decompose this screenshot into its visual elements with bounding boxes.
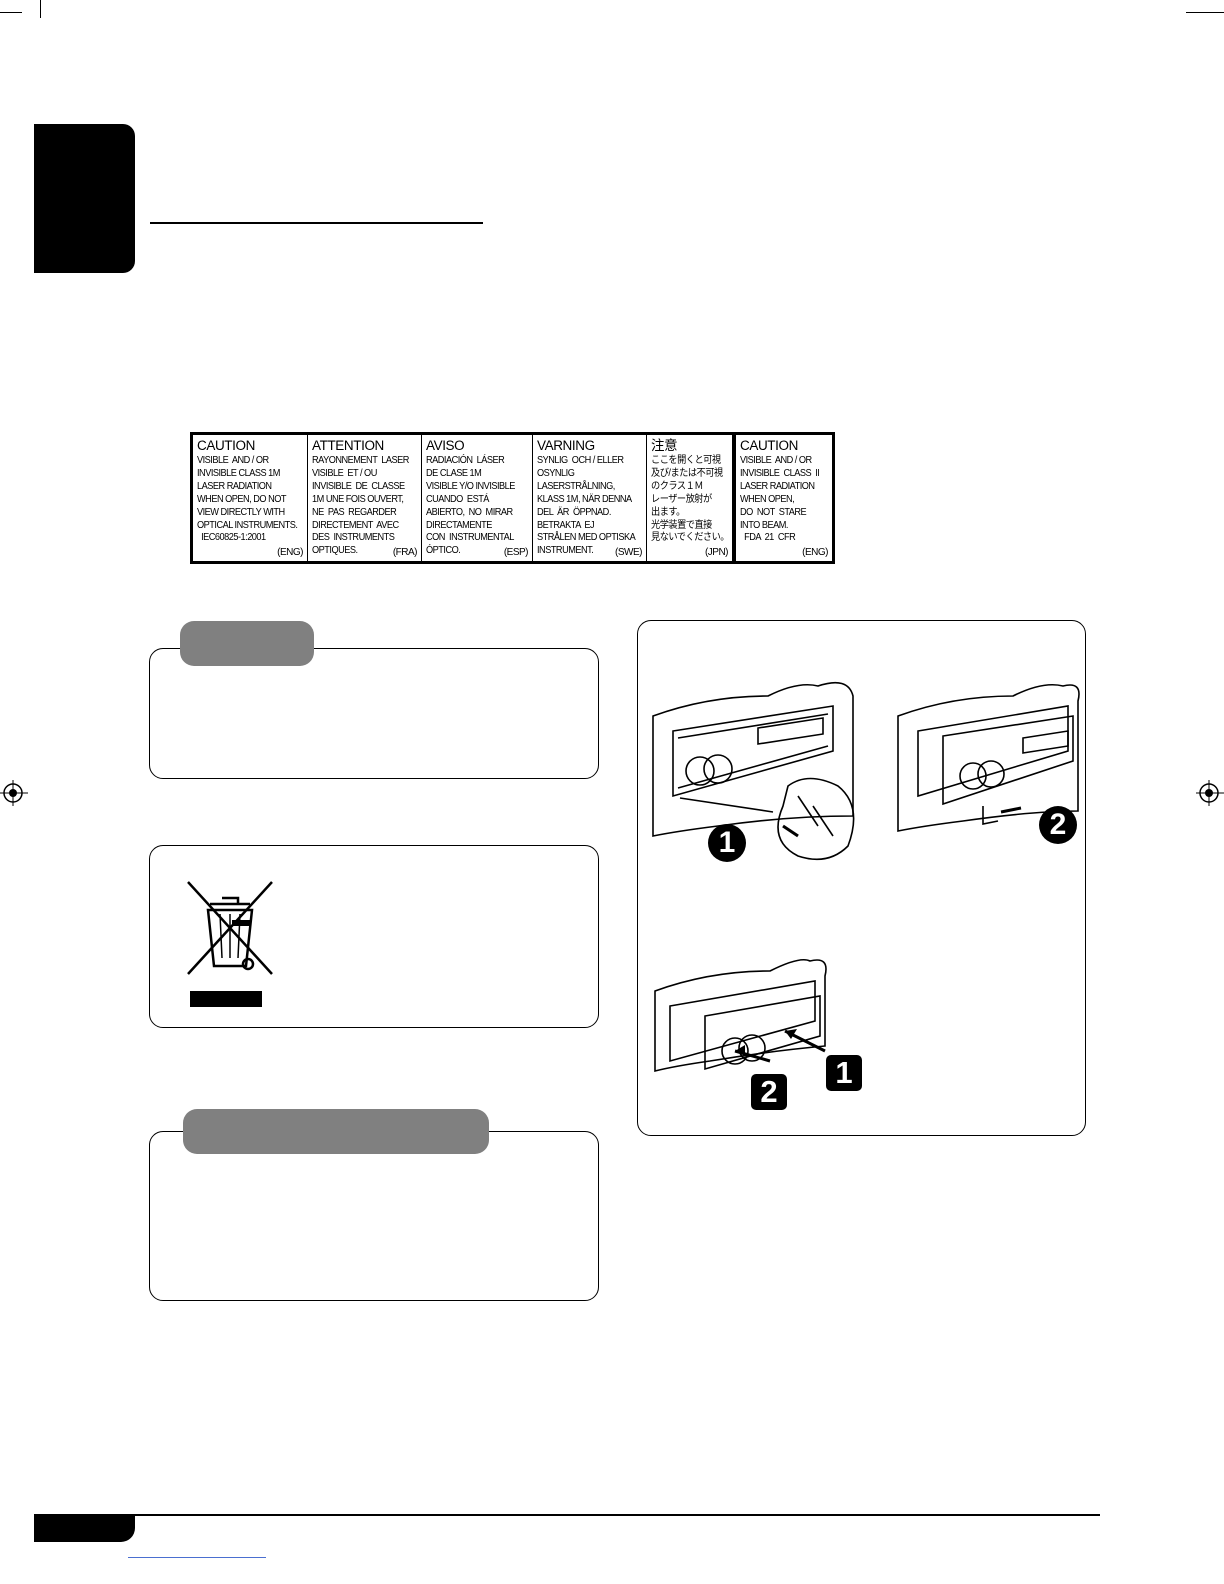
label-line: WHEN OPEN, [740, 493, 795, 505]
label-line: INTO BEAM. [740, 519, 788, 531]
label-line: LASER RADIATION [197, 480, 272, 492]
label-line: LASER RADIATION [740, 480, 815, 492]
label-line: DEL ÄR ÖPPNAD. [537, 506, 611, 518]
label-language-code: (ENG) [277, 547, 303, 558]
label-line: のクラス１Ｍ [651, 480, 703, 492]
label-language-code: (FRA) [392, 547, 418, 558]
label-line: 出ます。 [651, 506, 685, 518]
label-line: INVISIBLE DE CLASSE [312, 480, 405, 492]
label-line: ここを開くと可視 [651, 455, 721, 466]
notice-panel-3-tab [183, 1109, 489, 1154]
label-line: DIRECTEMENT AVEC [312, 519, 399, 531]
label-language-code: (ESP) [503, 547, 529, 558]
label-line: DE CLASE 1M [426, 467, 482, 479]
crossed-out-wheelie-bin-icon [187, 881, 273, 975]
label-language-code: (JPN) [704, 547, 729, 558]
footer-link-underline [128, 1557, 266, 1558]
label-line: VISIBLE ET / OU [312, 467, 377, 479]
disposal-black-bar [190, 991, 262, 1007]
label-line: DO NOT STARE [740, 506, 807, 518]
label-line: BETRAKTA EJ [537, 519, 595, 531]
label-line: ABIERTO, NO MIRAR [426, 506, 513, 518]
label-line: VISIBLE Y/O INVISIBLE [426, 480, 515, 492]
label-line: VIEW DIRECTLY WITH [197, 506, 285, 518]
label-line: INSTRUMENT. [537, 545, 594, 557]
label-line: VISIBLE AND / OR [197, 455, 269, 466]
label-line: レーザー放射が [651, 493, 712, 505]
registration-mark-left [0, 780, 28, 806]
label-line: FDA 21 CFR [740, 532, 796, 544]
label-line: RADIACIÓN LÁSER [426, 455, 505, 466]
detach-step-1-illustration [652, 681, 855, 861]
notice-panel-1-tab [180, 621, 314, 666]
disposal-panel [149, 845, 599, 1028]
detach-step-2-illustration [897, 683, 1080, 832]
label-line: OPTIQUES. [312, 545, 358, 557]
label-line: LASERSTRÅLNING, [537, 480, 615, 492]
label-line: STRÅLEN MED OPTISKA [537, 532, 636, 544]
label-line: CUANDO ESTÁ [426, 493, 489, 505]
title-underline [150, 222, 483, 224]
label-line: SYNLIG OCH / ELLER [537, 455, 624, 466]
label-line: OPTICAL INSTRUMENTS. [197, 519, 298, 531]
label-line: WHEN OPEN, DO NOT [197, 493, 287, 505]
step-2-square: 2 [751, 1074, 787, 1110]
crop-mark-top-left-v [40, 0, 41, 18]
label-line: OSYNLIG [537, 467, 575, 479]
label-line: RAYONNEMENT LASER [312, 455, 409, 466]
notice-panel-3 [149, 1131, 599, 1301]
step-1-circle: 1 [708, 824, 746, 862]
label-line: DES INSTRUMENTS [312, 532, 395, 544]
label-heading: AVISO [426, 438, 465, 453]
label-line: 及び/または不可視 [651, 467, 723, 479]
crop-mark-top-right [1186, 12, 1224, 13]
label-line: INVISIBLE CLASS 1M [197, 467, 280, 479]
label-line: CON INSTRUMENTAL [426, 532, 514, 544]
label-heading: CAUTION [197, 438, 255, 453]
crop-mark-top-left [0, 12, 22, 13]
step-2-circle: 2 [1039, 806, 1077, 844]
label-heading: 注意 [651, 438, 678, 453]
label-line: NE PAS REGARDER [312, 506, 397, 518]
language-side-tab [34, 124, 135, 273]
label-line: ÓPTICO. [426, 545, 461, 557]
label-line: INVISIBLE CLASS II [740, 467, 820, 479]
page-number-tab [34, 1514, 135, 1542]
label-line: 光学装置で直接 [651, 519, 712, 531]
label-heading: CAUTION [740, 438, 798, 453]
label-line: 見ないでください。 [651, 532, 729, 544]
label-language-code: (SWE) [615, 547, 642, 558]
label-line: KLASS 1M, NÄR DENNA [537, 493, 632, 505]
label-line: DIRECTAMENTE [426, 519, 492, 531]
label-line: VISIBLE AND / OR [740, 455, 812, 466]
label-line: IEC60825-1:2001 [197, 532, 266, 544]
step-1-square: 1 [826, 1055, 862, 1091]
registration-mark-right [1196, 780, 1224, 806]
footer-rule [40, 1514, 1100, 1516]
label-language-code: (ENG) [802, 547, 828, 558]
label-line: 1M UNE FOIS OUVERT, [312, 493, 404, 505]
notice-panel-1 [149, 648, 599, 779]
faceplate-instructions-panel: 1 2 1 2 [637, 620, 1086, 1136]
attach-illustration [654, 958, 827, 1073]
label-heading: ATTENTION [312, 438, 384, 453]
label-heading: VARNING [537, 438, 595, 453]
